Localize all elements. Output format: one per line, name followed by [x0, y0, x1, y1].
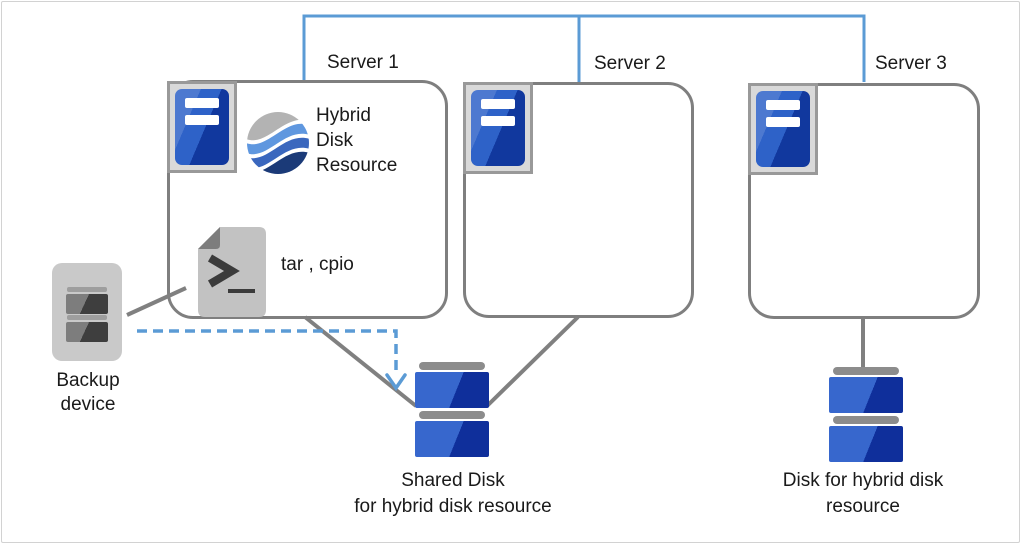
server-slot-bar — [481, 116, 515, 126]
script-file-icon — [198, 227, 266, 317]
server-slot-bar — [185, 115, 219, 125]
backup-tools-label: tar , cpio — [281, 254, 354, 275]
server1-label: Server 1 — [327, 52, 399, 73]
disk-body — [829, 426, 903, 462]
server-slot-bar — [481, 99, 515, 109]
hybrid-label-line3: Resource — [316, 155, 398, 176]
hybrid-label-line2: Disk — [316, 130, 353, 151]
disk-body — [829, 377, 903, 413]
server-tower — [756, 91, 810, 167]
disk-cap — [419, 362, 485, 370]
backup-device-icon — [52, 263, 122, 361]
hybrid-disk-label-line1: Disk for hybrid disk — [782, 470, 944, 491]
backup-label-line1: Backup — [56, 370, 120, 391]
backup-cartridge — [66, 322, 108, 342]
hybrid-disk-disk-icon — [829, 367, 903, 465]
server-slot-bar — [185, 98, 219, 108]
hybrid-disk-resource-label: Hybrid Disk Resource — [316, 103, 397, 178]
hybrid-disk-resource-icon — [247, 112, 309, 174]
backup-label-line2: device — [60, 394, 116, 415]
server-tower — [175, 89, 229, 165]
disk-body — [415, 372, 489, 408]
disk-cap — [833, 416, 899, 424]
backup-slot-bar — [67, 315, 107, 320]
hybrid-disk-disk-label: Disk for hybrid disk resource — [743, 468, 983, 520]
server-icon — [748, 83, 818, 175]
backup-device-label: Backup device — [18, 369, 158, 417]
backup-slot-bar — [67, 287, 107, 292]
server3-label: Server 3 — [875, 53, 947, 74]
server-tower — [471, 90, 525, 166]
server-icon — [463, 82, 533, 174]
disk-cap — [833, 367, 899, 375]
server-icon — [167, 81, 237, 173]
server-slot-bar — [766, 117, 800, 127]
shared-disk-label: Shared Disk for hybrid disk resource — [333, 468, 573, 520]
shared-disk-icon — [415, 362, 489, 460]
backup-cartridge — [66, 294, 108, 314]
shared-disk-label-line1: Shared Disk — [401, 470, 505, 491]
hybrid-label-line1: Hybrid — [316, 105, 371, 126]
server-slot-bar — [766, 100, 800, 110]
hybrid-disk-label-line2: resource — [826, 496, 900, 517]
server2-label: Server 2 — [594, 53, 666, 74]
disk-cap — [419, 411, 485, 419]
disk-body — [415, 421, 489, 457]
shared-disk-label-line2: for hybrid disk resource — [354, 496, 552, 517]
